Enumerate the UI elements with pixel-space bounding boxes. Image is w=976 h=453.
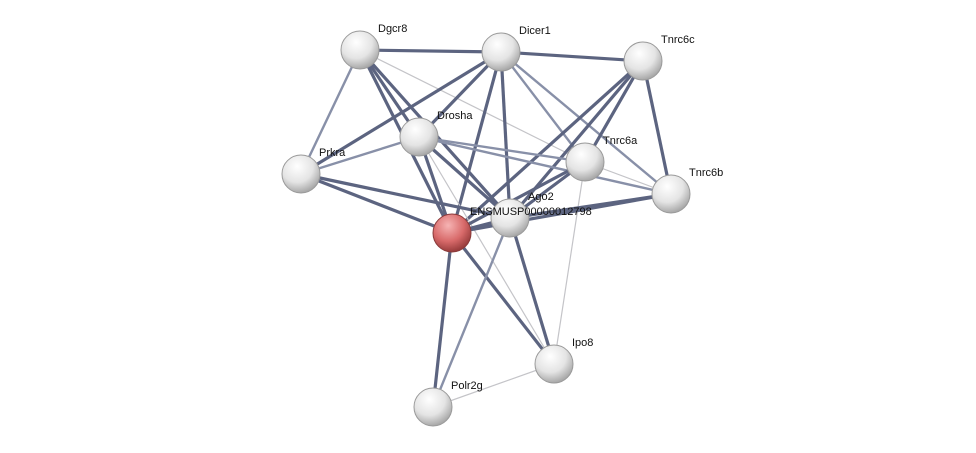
edge-ago2-polr2g[interactable] xyxy=(431,217,512,408)
node-tnrc6c[interactable] xyxy=(623,41,663,81)
node-dicer1[interactable] xyxy=(481,32,521,72)
edge-prkra-ago2[interactable] xyxy=(300,172,511,220)
node-polr2g[interactable] xyxy=(413,387,453,427)
node-label-prkra: Prkra xyxy=(319,147,346,159)
edge-drosha-ipo8[interactable] xyxy=(418,136,555,365)
edge-prkra-ens[interactable] xyxy=(300,172,453,235)
edge-tnrc6b-ens[interactable] xyxy=(451,192,672,235)
edges-layer xyxy=(299,48,673,408)
edge-dgcr8-prkra[interactable] xyxy=(299,49,362,175)
edge-dgcr8-dicer1[interactable] xyxy=(359,48,502,54)
edge-dicer1-ago2[interactable] xyxy=(499,51,512,219)
node-label-tnrc6a: Tnrc6a xyxy=(603,135,638,147)
node-label-drosha: Drosha xyxy=(437,110,473,122)
edge-dicer1-drosha[interactable] xyxy=(417,50,503,139)
node-label-ago2: Ago2 xyxy=(528,191,554,203)
edge-dgcr8-tnrc6a[interactable] xyxy=(359,49,586,163)
node-dgcr8[interactable] xyxy=(340,30,380,70)
edge-tnrc6c-tnrc6b[interactable] xyxy=(641,60,673,195)
edge-drosha-ago2[interactable] xyxy=(417,135,512,220)
edge-drosha-tnrc6a[interactable] xyxy=(418,135,586,164)
edge-drosha-tnrc6b[interactable] xyxy=(418,135,672,196)
node-tnrc6a[interactable] xyxy=(565,142,605,182)
edge-ago2-ipo8[interactable] xyxy=(508,217,556,365)
node-label-polr2g: Polr2g xyxy=(451,380,483,392)
edge-ens-ipo8[interactable] xyxy=(450,232,556,365)
node-label-dgcr8: Dgcr8 xyxy=(378,23,407,35)
edge-polr2g-ipo8[interactable] xyxy=(432,363,555,408)
node-prkra[interactable] xyxy=(281,154,321,194)
edge-dicer1-ens[interactable] xyxy=(450,51,503,234)
edge-tnrc6a-ipo8[interactable] xyxy=(553,161,586,365)
edge-tnrc6a-ens[interactable] xyxy=(451,160,586,235)
node-drosha[interactable] xyxy=(399,117,439,157)
node-label-ipo8: Ipo8 xyxy=(572,337,593,349)
edge-dicer1-tnrc6c[interactable] xyxy=(500,50,644,63)
edge-dicer1-prkra[interactable] xyxy=(300,50,502,176)
edge-ens-polr2g[interactable] xyxy=(431,232,454,408)
edge-drosha-prkra[interactable] xyxy=(300,135,420,176)
node-label-dicer1: Dicer1 xyxy=(519,25,551,37)
node-label-ens: ENSMUSP00000012798 xyxy=(470,206,592,218)
edge-dicer1-tnrc6b[interactable] xyxy=(500,51,672,195)
edge-tnrc6c-ens[interactable] xyxy=(450,59,645,235)
node-label-tnrc6c: Tnrc6c xyxy=(661,34,695,46)
node-tnrc6b[interactable] xyxy=(651,174,691,214)
node-ipo8[interactable] xyxy=(534,344,574,384)
node-label-tnrc6b: Tnrc6b xyxy=(689,167,723,179)
node-ens[interactable] xyxy=(432,213,472,253)
node-ago2[interactable] xyxy=(490,198,530,238)
